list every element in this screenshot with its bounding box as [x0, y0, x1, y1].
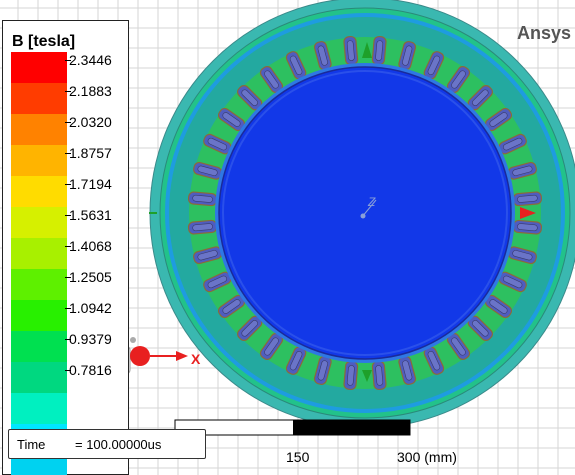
legend-tick-mark: [65, 339, 71, 340]
ansys-logo-text: Ansys: [516, 23, 571, 43]
triad-x-label: X: [191, 351, 201, 367]
legend-tick-mark: [65, 370, 71, 371]
stator-slot: [423, 51, 445, 80]
legend-tick-label: 1.5631: [69, 207, 112, 223]
legend-swatch: [11, 207, 67, 238]
legend-title: B [tesla]: [12, 33, 76, 50]
stator-slot: [285, 346, 307, 375]
stator-slot: [398, 41, 417, 71]
legend-tick-mark: [65, 184, 71, 185]
legend-tick-mark: [65, 277, 71, 278]
legend-tick-mark: [65, 122, 71, 123]
slot-group: [187, 35, 543, 391]
legend-swatch: [11, 114, 67, 145]
stator-slot: [467, 315, 493, 341]
legend-swatch: [11, 83, 67, 114]
legend-tick-mark: [65, 215, 71, 216]
right-position-marker: [520, 207, 536, 219]
legend-tick-label: 1.4068: [69, 238, 112, 254]
legend-tick-label: 2.1883: [69, 83, 112, 99]
top-position-marker: [362, 42, 372, 58]
legend-swatch: [11, 269, 67, 300]
legend-swatch: [11, 52, 67, 83]
legend-swatch: [11, 300, 67, 331]
scale-label-300: 300 (mm): [397, 449, 457, 465]
legend-swatch: [11, 455, 67, 475]
legend-tick-mark: [65, 246, 71, 247]
legend-tick-label: 1.2505: [69, 269, 112, 285]
legend-swatch: [11, 176, 67, 207]
stator-slot: [343, 35, 359, 66]
legend-swatch: [11, 331, 67, 362]
scale-label-150: 150: [286, 449, 310, 465]
svg-text:Z: Z: [367, 195, 376, 209]
scale-bar: [174, 419, 411, 436]
color-legend[interactable]: B [tesla] 2.3446 2.1883 2.0320 1.8757 1.7194…: [2, 20, 129, 475]
legend-tick-label: 1.0942: [69, 300, 112, 316]
legend-tick-label: 0.9379: [69, 331, 112, 347]
stator-slot: [446, 65, 471, 94]
stator-slot: [217, 294, 246, 319]
stator-slot: [371, 360, 387, 391]
center-axis-marker: Z: [360, 195, 377, 219]
rotor-inner-edge: [222, 70, 508, 356]
stator-slot: [484, 294, 513, 319]
stator-slot: [498, 271, 527, 293]
legend-tick-label: 1.7194: [69, 176, 112, 192]
bottom-position-marker: [362, 370, 372, 382]
stator-slot: [313, 41, 332, 71]
stator-slot: [343, 360, 359, 391]
stator-slot: [187, 219, 218, 235]
stator-slot: [512, 219, 543, 235]
legend-tick-mark: [65, 60, 71, 61]
stator-slot: [193, 246, 223, 265]
legend-swatch: [11, 393, 67, 424]
legend-tick-label: 2.3446: [69, 52, 112, 68]
time-value: = 100.00000us: [75, 437, 162, 452]
legend-swatch: [11, 145, 67, 176]
time-indicator: Time = 100.00000us: [8, 429, 206, 459]
stator-slot: [187, 191, 218, 207]
legend-tick-mark: [65, 153, 71, 154]
stator-slot: [237, 315, 263, 341]
legend-tick-mark: [65, 91, 71, 92]
legend-tick-label: 0.7816: [69, 362, 112, 378]
legend-tick-mark: [65, 308, 71, 309]
legend-tick-label: 1.8757: [69, 145, 112, 161]
stator-slot: [512, 191, 543, 207]
stator-slot: [371, 35, 387, 66]
legend-tick-label: 2.0320: [69, 114, 112, 130]
legend-swatch: [11, 362, 67, 393]
stator-slot: [398, 355, 417, 385]
time-label: Time: [17, 437, 46, 452]
legend-swatch: [11, 238, 67, 269]
